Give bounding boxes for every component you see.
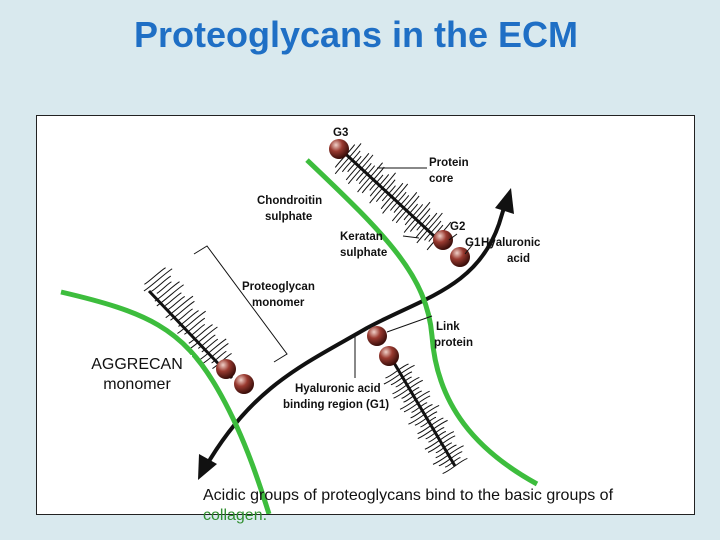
aggrecan-label-line2: monomer	[82, 375, 192, 395]
gag-chain	[157, 282, 172, 294]
lower-g1-globule	[379, 346, 399, 366]
g3-globule	[329, 139, 349, 159]
glycosaminoglycan-chains	[144, 143, 467, 473]
label-g1: G1	[465, 237, 481, 249]
label-hyaluronic-1: Hyaluronic	[481, 237, 541, 249]
ecm-diagram-svg: G3 Protein core Chondroitin sulphate G2 …	[37, 116, 694, 514]
protein-core-lower	[390, 356, 455, 466]
label-pg-monomer-2: monomer	[252, 297, 305, 309]
g2-globule	[433, 230, 453, 250]
gag-chain	[177, 311, 205, 333]
gag-chain	[384, 365, 415, 384]
left-g1-globule	[234, 374, 254, 394]
label-link-protein-2: protein	[434, 337, 473, 349]
gag-chain	[178, 309, 192, 320]
gag-chain	[151, 276, 170, 291]
left-g2-globule	[216, 359, 236, 379]
aggrecan-monomer-label: AGGRECAN monomer	[82, 355, 192, 395]
label-binding-region-1: Hyaluronic acid	[295, 383, 381, 395]
aggrecan-label-line1: AGGRECAN	[82, 355, 192, 375]
label-protein-core-1: Protein	[429, 157, 469, 169]
caption: Acidic groups of proteoglycans bind to t…	[203, 486, 683, 526]
caption-text: Acidic groups of proteoglycans bind to t…	[203, 487, 613, 504]
backbone-arrowhead-top	[495, 188, 514, 214]
label-g3: G3	[333, 127, 348, 139]
page-title: Proteoglycans in the ECM	[0, 14, 712, 56]
label-g2: G2	[450, 221, 465, 233]
label-keratan-1: Keratan	[340, 231, 383, 243]
gag-chain	[190, 324, 204, 335]
caption-highlight: collagen.	[203, 507, 267, 524]
g1-globule	[450, 247, 470, 267]
collagen-fibre-left	[61, 292, 269, 514]
backbone-arrowhead-bottom	[198, 454, 217, 480]
link-protein-globule	[367, 326, 387, 346]
gag-chain	[144, 269, 172, 291]
label-chondroitin-1: Chondroitin	[257, 195, 322, 207]
label-binding-region-2: binding region (G1)	[283, 399, 389, 411]
label-keratan-2: sulphate	[340, 247, 387, 259]
gag-chain	[168, 296, 185, 309]
ecm-diagram: G3 Protein core Chondroitin sulphate G2 …	[36, 115, 695, 515]
label-protein-core-2: core	[429, 173, 453, 185]
label-link-protein-1: Link	[436, 321, 460, 333]
label-pg-monomer-1: Proteoglycan	[242, 281, 315, 293]
label-chondroitin-2: sulphate	[265, 211, 312, 223]
gag-chain	[165, 293, 181, 306]
label-hyaluronic-2: acid	[507, 253, 530, 265]
